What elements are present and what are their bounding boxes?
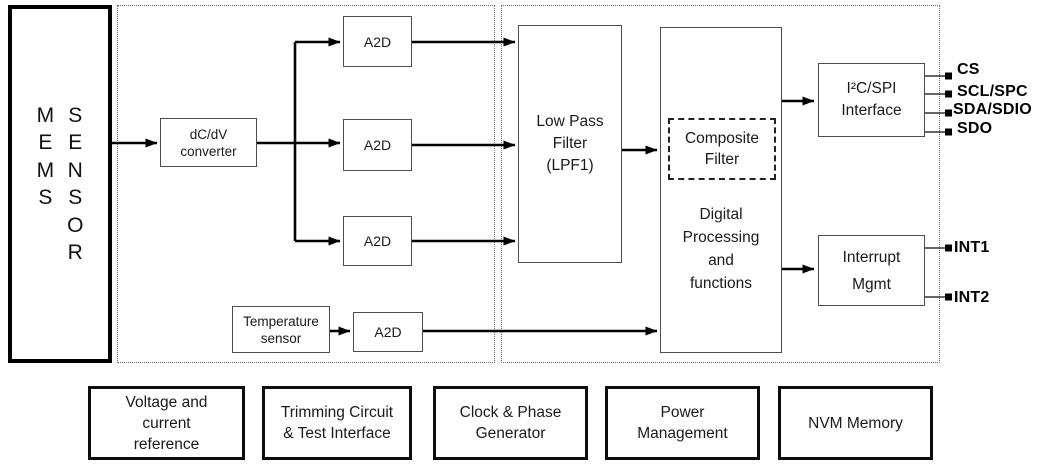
bottom-label-line: Voltage and: [125, 393, 208, 411]
bottom-label-line: Power: [660, 404, 705, 421]
power-management-box: Power Management: [605, 386, 760, 460]
mems-sensor-label: M E M S S E N S O R: [37, 102, 84, 267]
voltage-current-reference-box: Voltage and current reference: [88, 386, 245, 460]
trimming-circuit-test-interface-box: Trimming Circuit & Test Interface: [262, 386, 412, 460]
a2d-label: A2D: [363, 33, 392, 50]
pin-square: [945, 90, 952, 98]
clock-phase-generator-box: Clock & Phase Generator: [433, 386, 588, 460]
a2d-box-temp: A2D: [353, 312, 423, 352]
pin-label-int1: INT1: [954, 239, 990, 256]
composite-label-line2: Filter: [704, 151, 740, 168]
bottom-label-line: & Test Interface: [283, 425, 391, 442]
pin-label-cs: CS: [957, 61, 980, 78]
a2d-box-bot: A2D: [343, 216, 412, 266]
mems-label-col1: M E M S: [36, 103, 55, 210]
i2c-label-line2: Interface: [841, 102, 902, 119]
digital-section-container: [501, 5, 940, 363]
bottom-label-line: Generator: [475, 425, 546, 442]
digital-processing-box: [660, 27, 782, 353]
pin-square: [945, 72, 952, 80]
dcdv-converter-box: dC/dV converter: [160, 118, 257, 167]
digital-label-line3: and: [708, 252, 734, 269]
analog-front-end-container: [117, 5, 495, 363]
bottom-label-line: Clock & Phase: [459, 404, 562, 421]
digital-label-line2: Processing: [682, 229, 760, 246]
bottom-label-line: reference: [133, 435, 200, 453]
dcdv-label-line1: dC/dV: [189, 126, 228, 142]
temperature-sensor-box: Temperature sensor: [232, 306, 330, 353]
composite-label-line1: Composite: [684, 130, 760, 147]
interrupt-label-line2: Mgmt: [852, 275, 891, 293]
pin-square: [945, 109, 952, 117]
interrupt-label-line1: Interrupt: [842, 248, 901, 266]
temp-label-line2: sensor: [260, 330, 302, 346]
dcdv-label-line2: converter: [180, 143, 237, 159]
composite-filter-box: Composite Filter: [668, 118, 776, 180]
temp-label-line1: Temperature: [243, 313, 319, 329]
interrupt-mgmt-box: Interrupt Mgmt: [818, 235, 925, 306]
a2d-label: A2D: [374, 324, 402, 340]
pin-square: [945, 244, 952, 252]
lpf-label-line3: (LPF1): [546, 157, 594, 174]
pin-square: [945, 293, 952, 301]
bottom-label-line: Management: [637, 425, 728, 442]
lpf-label-line1: Low Pass: [536, 113, 604, 130]
i2c-label-line1: I²C/SPI: [846, 80, 897, 97]
low-pass-filter-box: Low Pass Filter (LPF1): [518, 25, 622, 263]
mems-sensor-block: M E M S S E N S O R: [8, 5, 112, 363]
digital-label-line1: Digital: [699, 206, 743, 223]
bottom-label-line: NVM Memory: [808, 414, 903, 432]
digital-label-line4: functions: [689, 275, 753, 292]
nvm-memory-box: NVM Memory: [778, 386, 933, 460]
pin-label-scl-spc: SCL/SPC: [957, 83, 1028, 100]
pin-label-int2: INT2: [954, 289, 990, 306]
a2d-label: A2D: [363, 233, 392, 249]
mems-label-col2: S E N S O R: [67, 103, 84, 265]
lpf-label-line2: Filter: [552, 135, 588, 152]
digital-processing-label: Digital Processing and functions: [660, 203, 782, 295]
a2d-box-top: A2D: [343, 16, 412, 67]
i2c-spi-interface-box: I²C/SPI Interface: [818, 63, 925, 137]
pin-label-sda-sdio: SDA/SDIO: [953, 101, 1032, 118]
bottom-label-line: current: [142, 414, 191, 432]
a2d-label: A2D: [363, 137, 392, 153]
bottom-label-line: Trimming Circuit: [280, 404, 394, 421]
pin-label-sdo: SDO: [957, 120, 993, 137]
pin-square: [945, 128, 952, 136]
a2d-box-mid: A2D: [343, 119, 412, 171]
